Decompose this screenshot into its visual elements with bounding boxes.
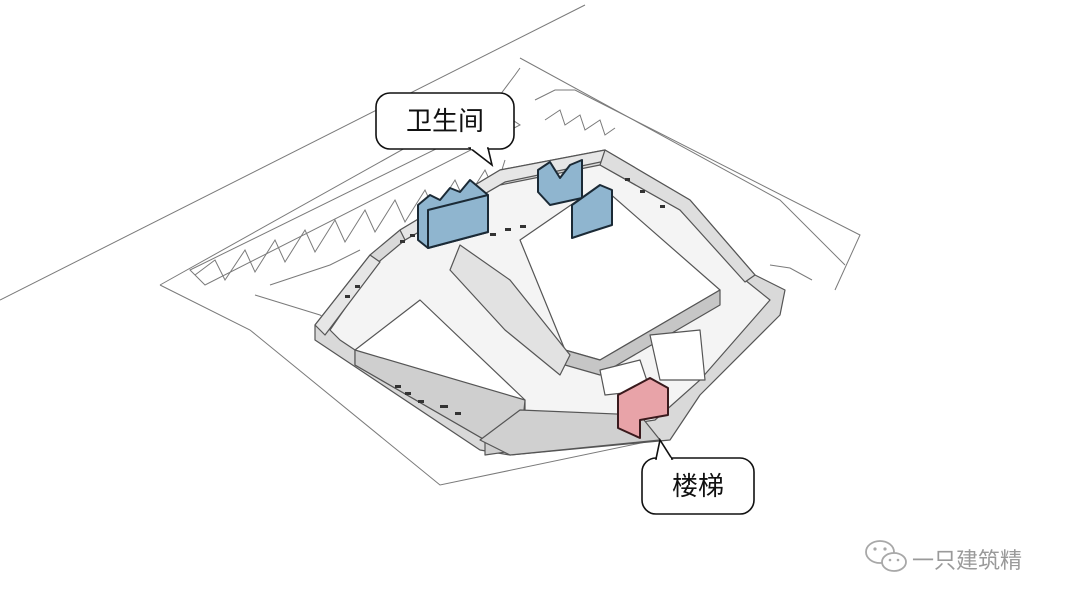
window-mark — [418, 400, 424, 403]
window-mark — [490, 233, 496, 236]
left-room-side — [354, 349, 526, 456]
window-mark — [455, 412, 461, 415]
curb-right — [769, 264, 813, 281]
watermark: 一只建筑精 — [865, 540, 1022, 574]
callout-stairs-bubble — [641, 457, 755, 515]
callout-stairs-label: 楼梯 — [672, 472, 724, 502]
callout-restroom-bubble — [375, 92, 515, 150]
window-mark — [410, 234, 415, 237]
window-mark — [355, 285, 360, 288]
road-edge-outer — [0, 4, 586, 301]
restroom-block-left-face — [427, 194, 489, 249]
callout-restroom: 卫生间 — [375, 92, 515, 168]
top-hatch — [544, 109, 616, 136]
watermark-text: 一只建筑精 — [912, 549, 1022, 574]
paving-lower — [159, 284, 656, 486]
stairs-block-shape — [617, 377, 669, 439]
window-marks — [345, 178, 665, 415]
right-perimeter — [599, 149, 756, 283]
callout-restroom-tail — [467, 147, 494, 168]
window-mark — [400, 240, 405, 243]
window-mark — [625, 178, 630, 181]
window-mark — [640, 190, 645, 193]
window-mark — [520, 225, 526, 228]
window-mark — [440, 405, 448, 408]
road-edge-right-b — [534, 89, 861, 291]
parking-strip — [189, 114, 521, 286]
road-edge-inner — [159, 67, 521, 286]
building — [314, 149, 786, 456]
window-mark — [660, 205, 665, 208]
window-mark — [395, 385, 401, 388]
callout-restroom-label: 卫生间 — [406, 107, 484, 137]
callout-stairs-tail — [655, 437, 674, 460]
right-room-a — [649, 329, 706, 381]
callout-stairs: 楼梯 — [641, 437, 755, 515]
wechat-icon — [865, 540, 907, 572]
window-mark — [405, 392, 411, 395]
restroom-block-right — [571, 184, 613, 239]
road-edge-right-a — [519, 57, 846, 266]
window-mark — [345, 295, 350, 298]
window-mark — [505, 228, 511, 231]
restroom-block-middle — [537, 159, 583, 206]
lower-wall — [479, 409, 661, 456]
restroom-blocks — [417, 159, 613, 249]
paving-lines — [269, 249, 361, 286]
stairs-block — [617, 377, 669, 439]
site-plan — [0, 4, 861, 486]
corridor-wall — [449, 244, 571, 376]
